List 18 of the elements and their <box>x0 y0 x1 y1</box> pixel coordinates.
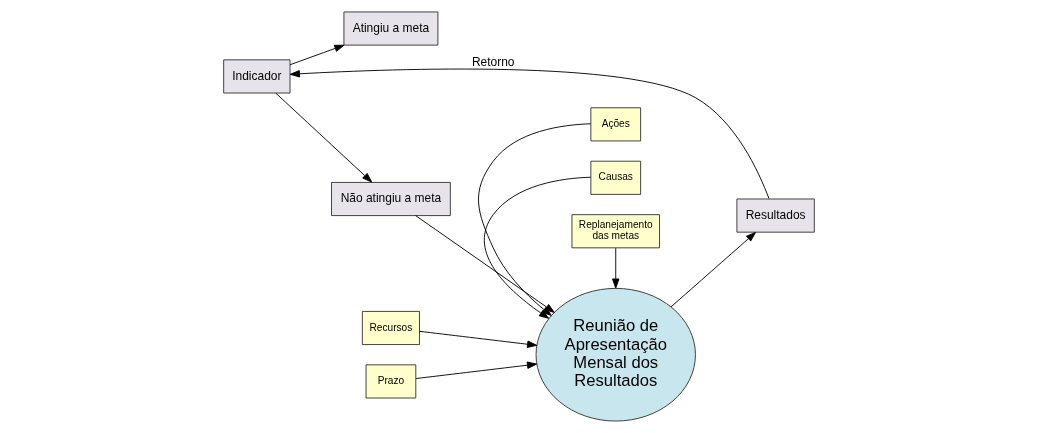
arrow <box>670 232 756 308</box>
node-box: Atingiu a meta <box>343 11 439 46</box>
node-box: Ações <box>590 107 642 142</box>
node-box: Indicador <box>223 59 291 94</box>
node-box: Resultados <box>736 198 815 233</box>
arrow <box>483 176 592 319</box>
node-box: Prazo <box>365 364 417 399</box>
arrow <box>289 68 770 200</box>
edge-label: Retorno <box>471 54 515 69</box>
node-box: Não atingiu a meta <box>331 181 451 217</box>
arrow <box>275 92 373 183</box>
node-box: Causas <box>590 160 642 195</box>
arrow <box>419 330 538 348</box>
node-box: Replanejamento das metas <box>571 214 660 249</box>
arrow <box>289 44 345 66</box>
arrow <box>612 247 620 289</box>
node-box: Recursos <box>361 310 420 346</box>
arrow <box>415 361 538 379</box>
